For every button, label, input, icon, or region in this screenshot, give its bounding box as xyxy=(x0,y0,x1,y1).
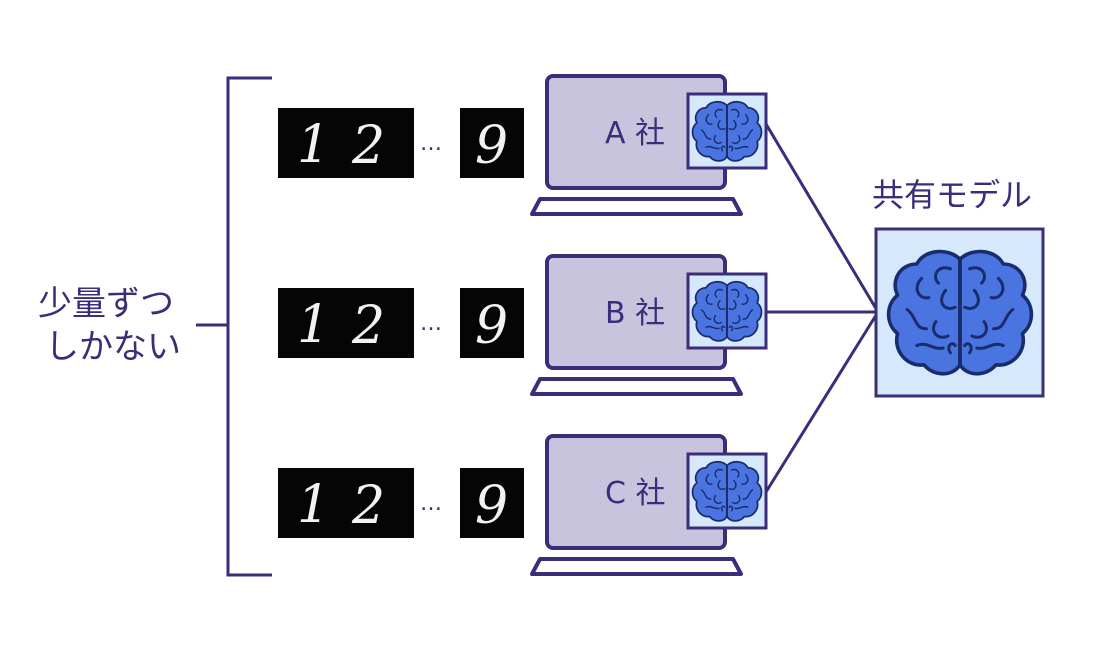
digit-image-1 xyxy=(278,468,414,538)
local-model-b xyxy=(686,272,768,350)
brain-icon xyxy=(691,280,763,342)
laptop-base xyxy=(530,377,743,396)
digit-samples-row-c: 1 2 … 9 xyxy=(278,468,524,538)
laptop-base xyxy=(530,557,743,576)
digit-9: 9 xyxy=(475,476,508,536)
digit-2: 2 xyxy=(351,116,385,176)
digit-2: 2 xyxy=(351,296,385,356)
digit-1: 1 xyxy=(297,295,330,355)
laptop-a: A 社 xyxy=(530,74,768,216)
local-model-c xyxy=(686,452,768,530)
digit-1: 1 xyxy=(297,115,330,175)
left-label-line2: しかない xyxy=(45,327,181,367)
company-a-label: A 社 xyxy=(605,116,665,151)
left-label-line1: 少量ずつ xyxy=(38,284,174,324)
brain-icon xyxy=(691,460,763,522)
ellipsis: … xyxy=(420,491,442,516)
digit-9: 9 xyxy=(475,116,508,176)
data-bracket xyxy=(196,76,272,577)
digit-image-9 xyxy=(460,288,524,358)
shared-model xyxy=(874,227,1045,398)
digit-9: 9 xyxy=(475,296,508,356)
digit-image-9 xyxy=(460,108,524,178)
digit-samples-row-a: 1 2 … 9 xyxy=(278,108,524,178)
laptop-b: B 社 xyxy=(530,254,768,396)
connection-lines xyxy=(764,123,880,493)
local-model-a xyxy=(686,92,768,170)
ellipsis: … xyxy=(420,131,442,156)
brain-icon xyxy=(886,249,1034,376)
digit-1: 1 xyxy=(297,475,330,535)
company-b-label: B 社 xyxy=(605,296,665,331)
company-c-label: C 社 xyxy=(605,476,665,511)
brain-icon xyxy=(691,100,763,162)
digit-2: 2 xyxy=(351,476,385,536)
digit-samples-row-b: 1 2 … 9 xyxy=(278,288,524,358)
shared-model-label: 共有モデル xyxy=(872,176,1032,214)
digit-image-1 xyxy=(278,108,414,178)
digit-image-9 xyxy=(460,468,524,538)
ellipsis: … xyxy=(420,311,442,336)
digit-image-1 xyxy=(278,288,414,358)
laptop-c: C 社 xyxy=(530,434,768,576)
laptop-base xyxy=(530,197,743,216)
